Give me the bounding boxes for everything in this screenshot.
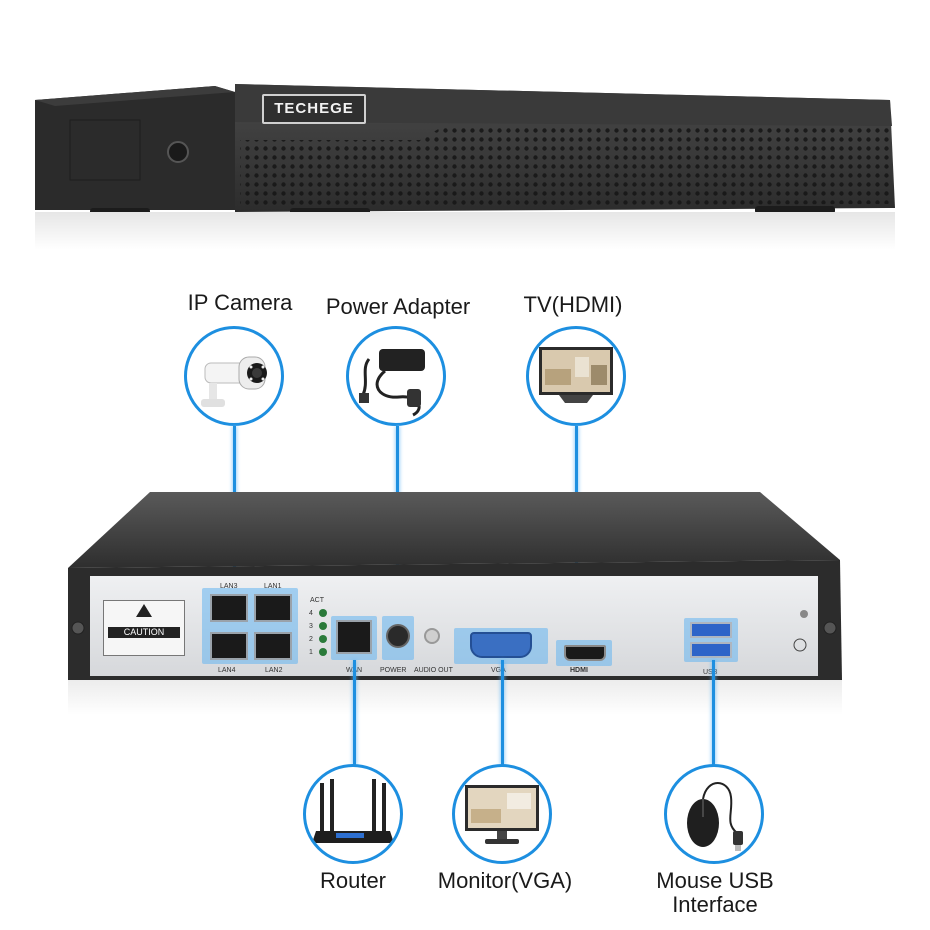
hdmi-port[interactable]: [564, 645, 606, 661]
ip-camera-label: IP Camera: [187, 290, 293, 315]
led-3: [319, 622, 327, 630]
warning-icon: [136, 604, 152, 617]
nvr-front-view: [35, 84, 895, 250]
monitor-connector: [501, 660, 504, 766]
tv-icon: [539, 347, 613, 403]
mouse-circle: [664, 764, 764, 864]
brand-logo-text: TECHEGE: [274, 100, 354, 117]
power-port[interactable]: [386, 624, 410, 648]
ip-camera-circle: [184, 326, 284, 426]
router-circle: [303, 764, 403, 864]
ip-camera-icon: [201, 356, 267, 407]
usb-port-top[interactable]: [690, 622, 732, 638]
lan1-port[interactable]: [254, 594, 292, 622]
lan4-port[interactable]: [210, 632, 248, 660]
router-connector: [353, 660, 356, 766]
led-2: [319, 635, 327, 643]
usb-label: USB: [703, 669, 718, 676]
monitor-circle: [452, 764, 552, 864]
lan1-label: LAN1: [264, 583, 282, 590]
mouse-icon: [687, 782, 743, 851]
lan3-port[interactable]: [210, 594, 248, 622]
mouse-label-line2: Interface: [672, 892, 758, 917]
router-label: Router: [319, 868, 387, 893]
audio-out-label: AUDIO OUT: [414, 667, 453, 674]
power-adapter-label: Power Adapter: [325, 294, 471, 319]
led-3-label: 3: [309, 623, 313, 630]
led-1: [319, 648, 327, 656]
tv-label: TV(HDMI): [523, 292, 623, 317]
audio-out-port[interactable]: [424, 628, 440, 644]
led-4: [319, 609, 327, 617]
mouse-connector: [712, 660, 715, 766]
monitor-label: Monitor(VGA): [437, 868, 573, 893]
act-label: ACT: [310, 597, 324, 604]
tv-circle: [526, 326, 626, 426]
led-1-label: 1: [309, 649, 313, 656]
lan2-port[interactable]: [254, 632, 292, 660]
lan4-label: LAN4: [218, 667, 236, 674]
vga-label: VGA: [491, 667, 506, 674]
brand-logo: [262, 94, 366, 124]
mouse-label-line1: Mouse USB: [656, 868, 774, 893]
power-label: POWER: [380, 667, 407, 674]
lan2-label: LAN2: [265, 667, 283, 674]
led-2-label: 2: [309, 636, 313, 643]
led-4-label: 4: [309, 610, 313, 617]
usb-port-bottom[interactable]: [690, 642, 732, 658]
router-icon: [312, 779, 394, 843]
power-adapter-icon: [359, 349, 425, 417]
power-adapter-circle: [346, 326, 446, 426]
lan3-label: LAN3: [220, 583, 238, 590]
monitor-icon: [465, 785, 539, 844]
caution-text: CAUTION: [108, 627, 180, 638]
vga-port[interactable]: [470, 632, 532, 658]
hdmi-label: HDMI: [570, 667, 588, 674]
wan-port[interactable]: [336, 620, 372, 654]
